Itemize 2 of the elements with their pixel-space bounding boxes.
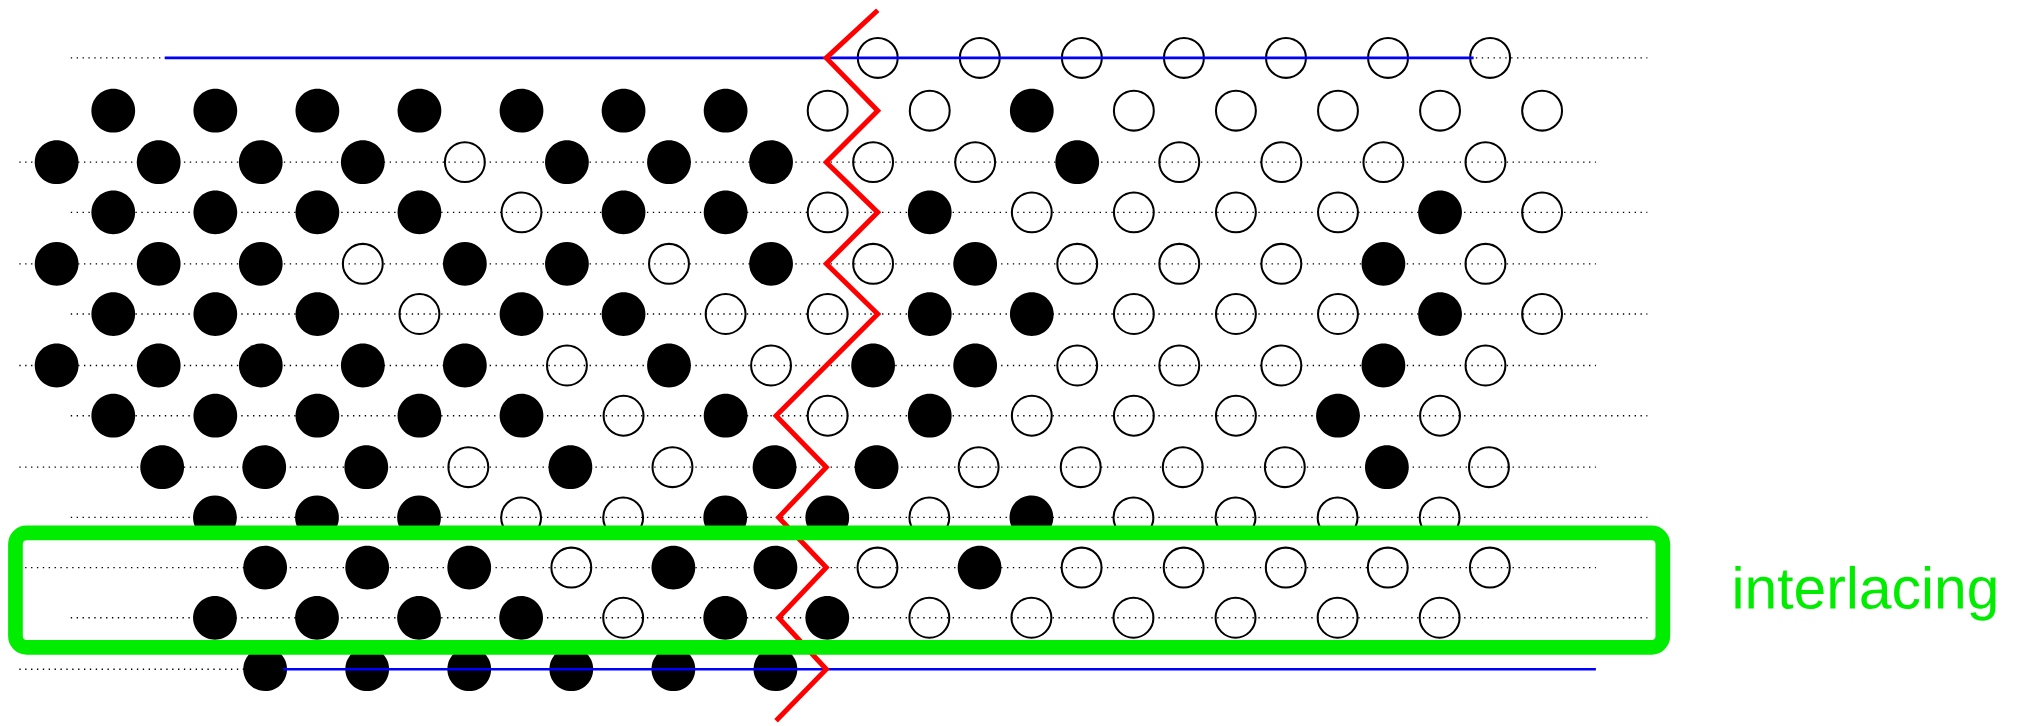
highlight-box: interlacing bbox=[8, 525, 1996, 655]
node-label: interlacing bbox=[1735, 565, 1996, 621]
